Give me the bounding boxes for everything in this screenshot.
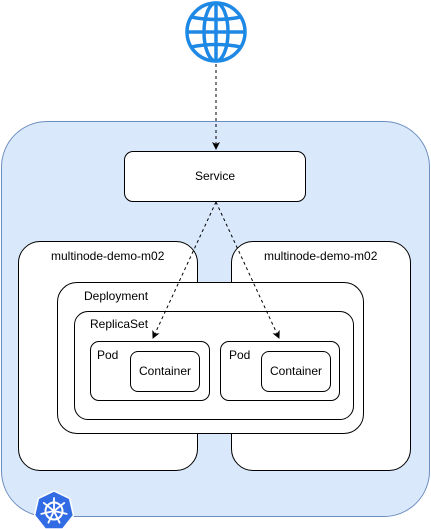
node-label: multinode-demo-m02 <box>264 249 378 263</box>
container-label: Container <box>269 364 323 378</box>
replicaset-label: ReplicaSet <box>90 317 149 331</box>
pod-label: Pod <box>97 348 119 362</box>
container-1[interactable]: Container <box>130 351 200 392</box>
container-2[interactable]: Container <box>261 351 331 392</box>
node-label: multinode-demo-m02 <box>51 249 165 263</box>
service-node[interactable]: Service <box>124 151 306 202</box>
deployment-label: Deployment <box>84 289 149 303</box>
service-label: Service <box>194 169 235 183</box>
pod-label: Pod <box>229 348 251 362</box>
container-label: Container <box>138 364 192 378</box>
